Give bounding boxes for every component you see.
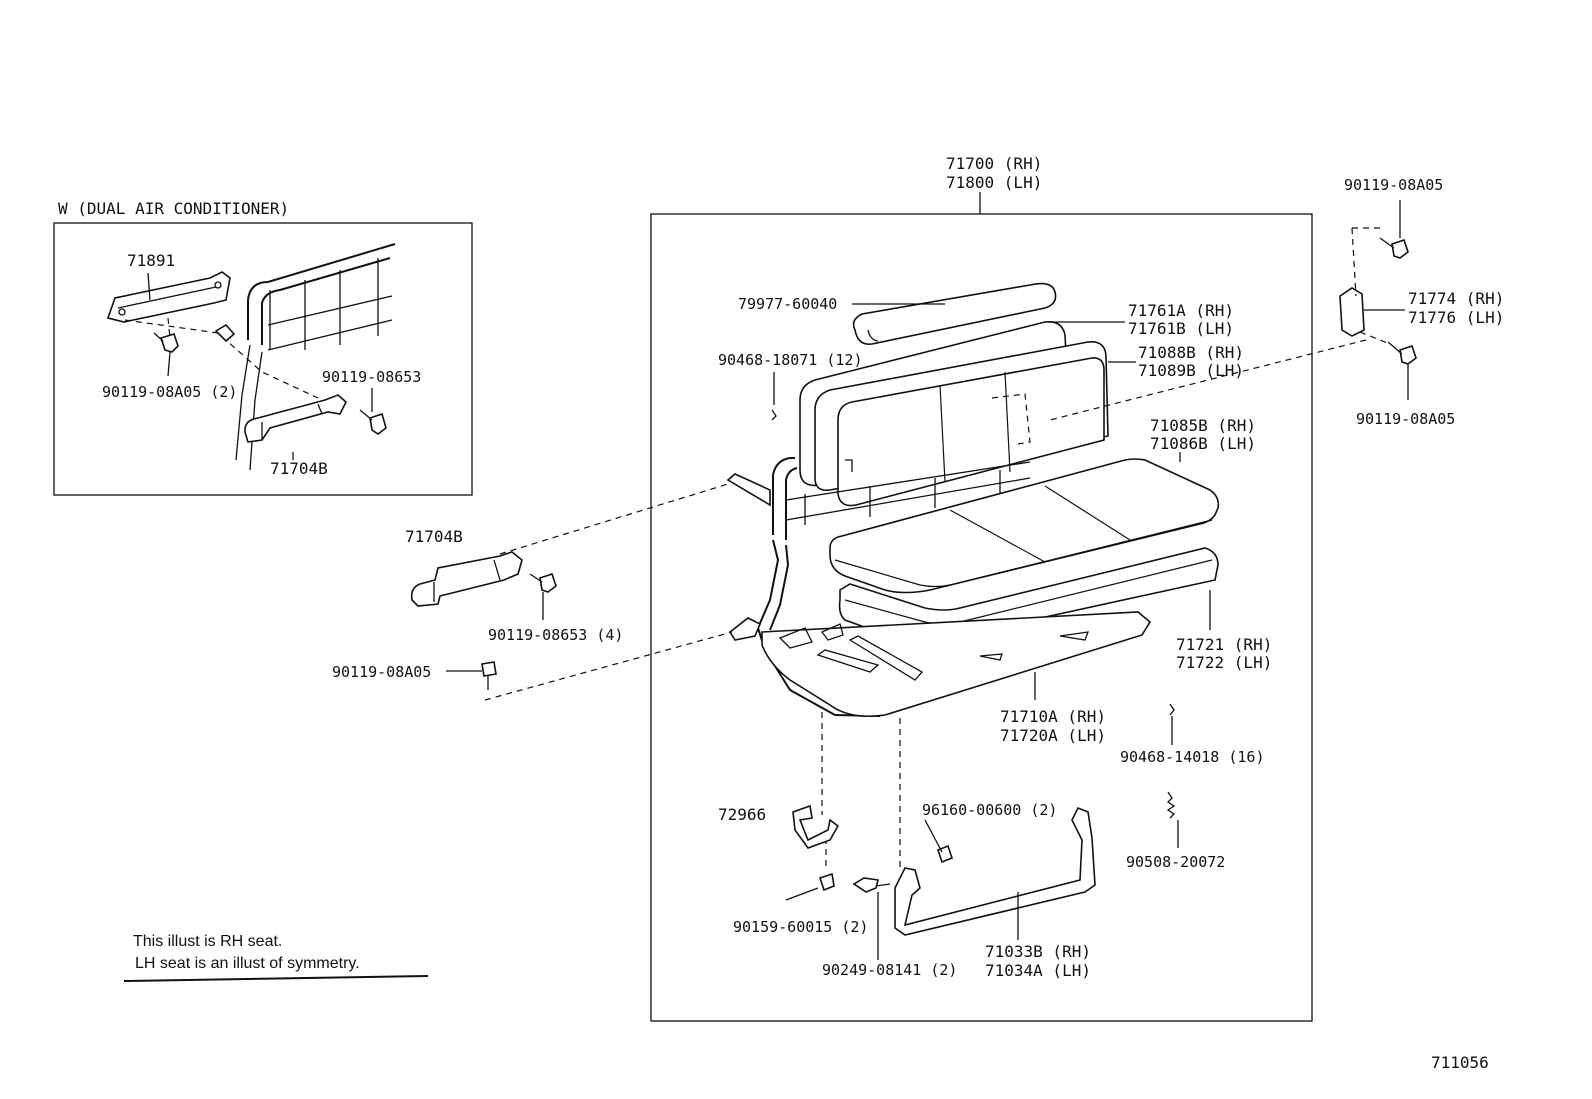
bracket-71774 [1339,287,1405,337]
label-71761a: 71761A (RH) [1128,301,1234,320]
label-71761b: 71761B (LH) [1128,319,1234,338]
label-71700-rh: 71700 (RH) [946,154,1042,173]
headrest-bolster [852,282,1057,346]
bolt-90119-08653-4 [529,572,557,620]
label-90119-08a05-2: 90119-08A05 (2) [102,383,237,401]
inset-title: W (DUAL AIR CONDITIONER) [58,199,289,218]
label-71089b: 71089B (LH) [1138,361,1244,380]
outside-right-parts: 90119-08A05 71774 (RH) 71776 (LH) 90119-… [1049,176,1504,428]
label-79977-60040: 79977-60040 [738,295,837,313]
inset-bolt-08a05 [153,332,179,377]
note-line-1: This illust is RH seat. [133,933,282,950]
note-block: This illust is RH seat. LH seat is an il… [123,933,429,982]
seat-cushion-top [829,458,1220,594]
clip-90468-14018 [1169,703,1175,745]
label-90119-08a05-right: 90119-08A05 [1356,410,1455,428]
label-72966: 72966 [718,805,766,824]
label-90119-08653: 90119-08653 [322,368,421,386]
inset-panel: W (DUAL AIR CONDITIONER) [53,199,473,496]
label-90119-08a05-left: 90119-08A05 [332,663,431,681]
catalog-number: 711056 [1431,1053,1489,1072]
label-96160-00600: 96160-00600 (2) [922,801,1057,819]
seat-pan [761,611,1152,718]
seat-stay-71033b [894,806,1096,940]
nut-96160 [924,819,953,864]
label-90159-60015: 90159-60015 (2) [733,918,868,936]
label-71088b: 71088B (RH) [1138,343,1244,362]
main-panel: 71700 (RH) 71800 (LH) [650,154,1313,1022]
label-71891: 71891 [127,251,175,270]
label-71033b: 71033B (RH) [985,942,1091,961]
label-71776: 71776 (LH) [1408,308,1504,327]
label-90468-14018: 90468-14018 (16) [1120,748,1265,766]
label-90508-20072: 90508-20072 [1126,853,1225,871]
bracket-72966 [792,804,840,849]
grab-handle-71704b [410,551,523,607]
label-71774: 71774 (RH) [1408,289,1504,308]
label-71800-lh: 71800 (LH) [946,173,1042,192]
label-71085b: 71085B (RH) [1150,416,1256,435]
outside-left-parts: 71704B 90119-08653 (4) 90119-08A05 [332,483,733,701]
bolt-90119-08a05-right [1387,341,1417,400]
inset-bracket-71891 [106,271,231,323]
label-71704b-outside: 71704B [405,527,463,546]
bolt-90119-08a05-top [1379,200,1409,259]
inset-grab-handle [244,394,347,443]
note-underline [123,975,429,982]
label-90249-08141: 90249-08141 (2) [822,961,957,979]
bolt-90249-08141 [852,877,891,960]
inset-bolt-08653 [359,388,387,435]
label-90119-08a05-top: 90119-08A05 [1344,176,1443,194]
label-71721: 71721 (RH) [1176,635,1272,654]
label-71720a: 71720A (LH) [1000,726,1106,745]
inset-seat-frame [235,243,396,471]
label-71086b: 71086B (LH) [1150,434,1256,453]
inset-border [53,222,473,496]
main-border [650,213,1313,1022]
bolt-90159-60015 [785,872,835,901]
bolt-90119-08a05-left [446,661,497,690]
label-71704b-inset: 71704B [270,459,328,478]
backrest-pad [814,340,1109,507]
label-90119-08653-4: 90119-08653 (4) [488,626,623,644]
label-71034a: 71034A (LH) [985,961,1091,980]
note-line-2: LH seat is an illust of symmetry. [135,955,360,972]
label-71710a: 71710A (RH) [1000,707,1106,726]
clip-90468-18071 [771,372,777,421]
label-90468-18071: 90468-18071 (12) [718,351,863,369]
label-71722: 71722 (LH) [1176,653,1272,672]
spring-90508 [1166,791,1179,848]
